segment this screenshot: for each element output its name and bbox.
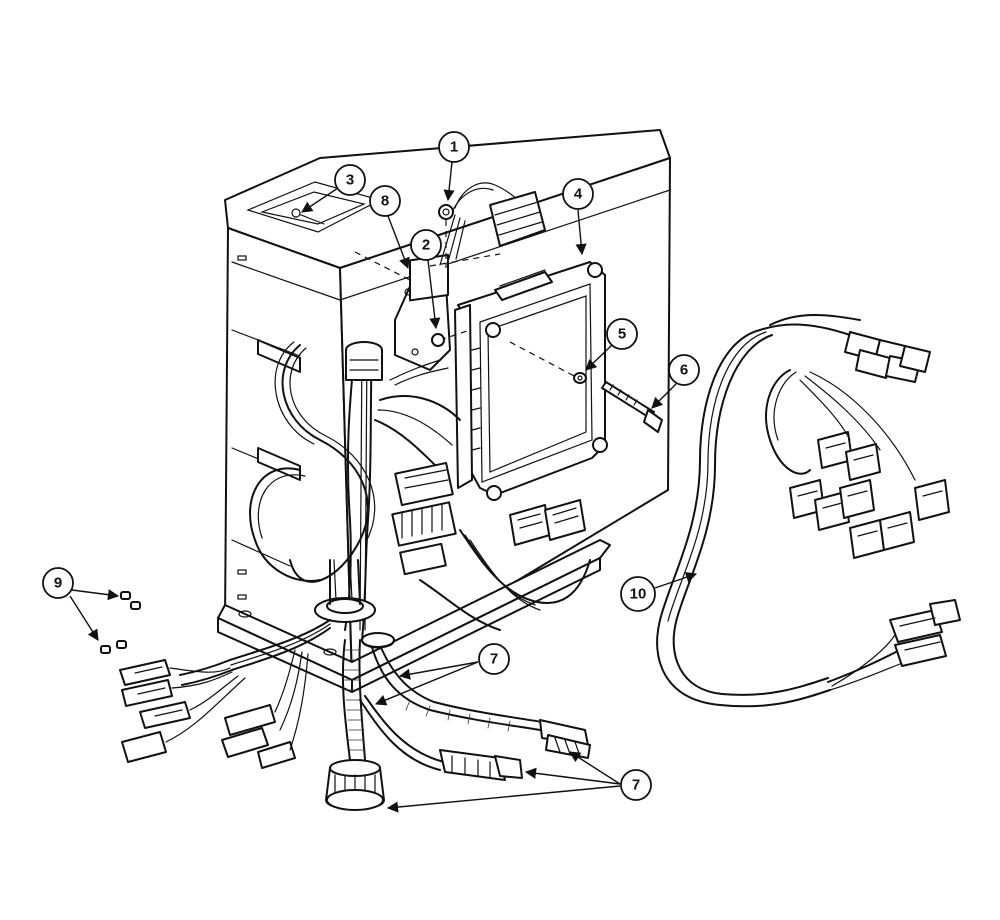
- washer-and-bolt: [573, 372, 663, 433]
- callout-7-upper: 7: [374, 643, 510, 706]
- nut-2: [431, 333, 445, 347]
- svg-text:6: 6: [680, 362, 688, 379]
- callout-2: 2: [410, 229, 442, 330]
- controller-module: [454, 261, 608, 501]
- assembly-lines: [354, 220, 579, 379]
- svg-text:7: 7: [490, 651, 498, 668]
- callout-9: 9: [42, 567, 120, 641]
- callout-8: 8: [369, 185, 410, 270]
- callout-3: 3: [301, 164, 366, 213]
- svg-text:3: 3: [346, 172, 354, 189]
- callout-7-lower: 7: [386, 751, 652, 813]
- separate-harness: [656, 314, 961, 708]
- callout-5: 5: [585, 318, 638, 371]
- top-connector: [438, 182, 546, 266]
- internal-connectors: [391, 461, 591, 631]
- svg-text:1: 1: [450, 139, 458, 156]
- svg-text:4: 4: [574, 186, 583, 203]
- svg-text:8: 8: [381, 193, 389, 210]
- internal-harness: [249, 341, 461, 641]
- svg-text:5: 5: [618, 326, 626, 343]
- callout-6: 6: [651, 354, 700, 409]
- callout-1: 1: [438, 131, 470, 202]
- svg-text:2: 2: [422, 237, 430, 254]
- svg-text:9: 9: [54, 575, 62, 592]
- left-harness: [100, 591, 331, 769]
- callout-10: 10: [620, 571, 698, 612]
- svg-text:7: 7: [632, 777, 640, 794]
- callout-4: 4: [562, 178, 594, 256]
- svg-text:10: 10: [630, 586, 647, 603]
- lower-harness: [325, 632, 591, 811]
